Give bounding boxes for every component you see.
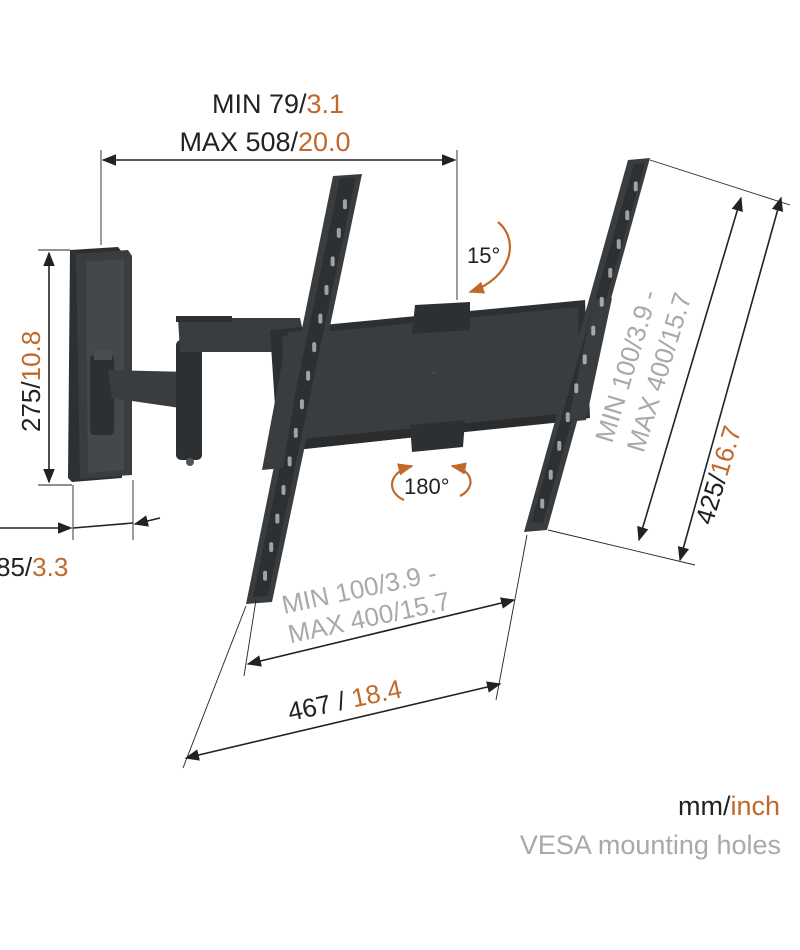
svg-text:~: ~	[431, 368, 437, 378]
vesa-slot	[336, 227, 341, 238]
total-height-dimension-line	[677, 196, 784, 562]
elbow-joint	[176, 340, 202, 466]
left-vesa-strip	[246, 174, 362, 604]
vesa-slot	[625, 210, 630, 221]
vesa-slot	[633, 181, 638, 192]
vesa-slot	[591, 325, 596, 336]
vesa-slot	[293, 427, 298, 438]
vesa-slot	[548, 469, 553, 480]
top-dimension-line1: MIN 79/3.1	[212, 89, 344, 119]
units-legend: mm/inch	[678, 791, 780, 821]
vesa-slot	[616, 239, 621, 250]
wall-depth-dimension-line	[72, 522, 134, 529]
tilt-label: 15°	[467, 243, 500, 268]
vesa-slot	[557, 440, 562, 451]
vesa-slot	[312, 342, 317, 353]
total-width-label: 467 / 18.4	[285, 673, 404, 726]
right-vesa-strip	[524, 158, 650, 532]
top-dimension-line2: MAX 508/20.0	[179, 127, 350, 157]
total-width-dimension-line	[184, 681, 502, 761]
wallplate-height-label: 275/10.8	[16, 331, 46, 432]
vesa-slot	[599, 296, 604, 307]
tv-bracket-frame: ~	[270, 300, 590, 452]
vesa-horizontal-dimension-line	[246, 597, 516, 667]
vesa-slot	[263, 570, 268, 581]
rotation-arrow-icon	[390, 463, 414, 502]
vesa-slot	[574, 383, 579, 394]
vesa-slot	[330, 256, 335, 267]
vesa-slot	[324, 285, 329, 295]
vesa-slot	[299, 399, 304, 410]
vesa-slot	[281, 485, 286, 495]
vesa-slot	[269, 542, 274, 553]
total-height-label: 425/16.7	[689, 422, 747, 528]
tilt-arrow-icon	[468, 221, 512, 294]
rotation-label: 180°	[404, 474, 450, 499]
vesa-slot	[318, 313, 323, 324]
tv-mount-illustration: ~	[68, 158, 650, 604]
vesa-slot	[608, 267, 613, 278]
vesa-slot	[565, 412, 570, 423]
vesa-slot	[306, 370, 311, 381]
rotation-arrow-right-icon	[450, 462, 472, 497]
dimension-lines	[0, 150, 791, 769]
vesa-slot	[342, 199, 347, 210]
vesa-slot	[287, 456, 292, 467]
vesa-slot	[275, 513, 280, 524]
vesa-legend: VESA mounting holes	[520, 830, 781, 860]
wall-hinge	[90, 350, 114, 435]
vesa-slot	[582, 354, 587, 365]
vesa-slot	[540, 498, 545, 509]
wall-depth-label: 85/3.3	[0, 552, 68, 582]
vesa-holes	[263, 181, 638, 581]
